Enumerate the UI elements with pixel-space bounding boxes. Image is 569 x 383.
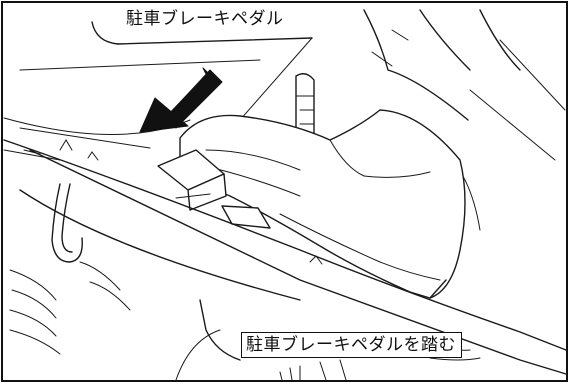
shadow-hatching <box>9 261 131 355</box>
parking-brake-pedal <box>157 149 271 229</box>
shoe <box>179 109 466 299</box>
hook-rod <box>51 183 83 263</box>
press-direction-arrow-icon <box>139 67 223 133</box>
callout-label-parking-brake-pedal: 駐車ブレーキペダル <box>124 9 286 29</box>
figure-caption: 駐車ブレーキペダルを踏む <box>241 332 462 358</box>
callout-curl <box>91 21 119 45</box>
floor-board <box>3 139 567 375</box>
callout-underline <box>117 37 313 45</box>
trouser-leg <box>363 9 521 121</box>
